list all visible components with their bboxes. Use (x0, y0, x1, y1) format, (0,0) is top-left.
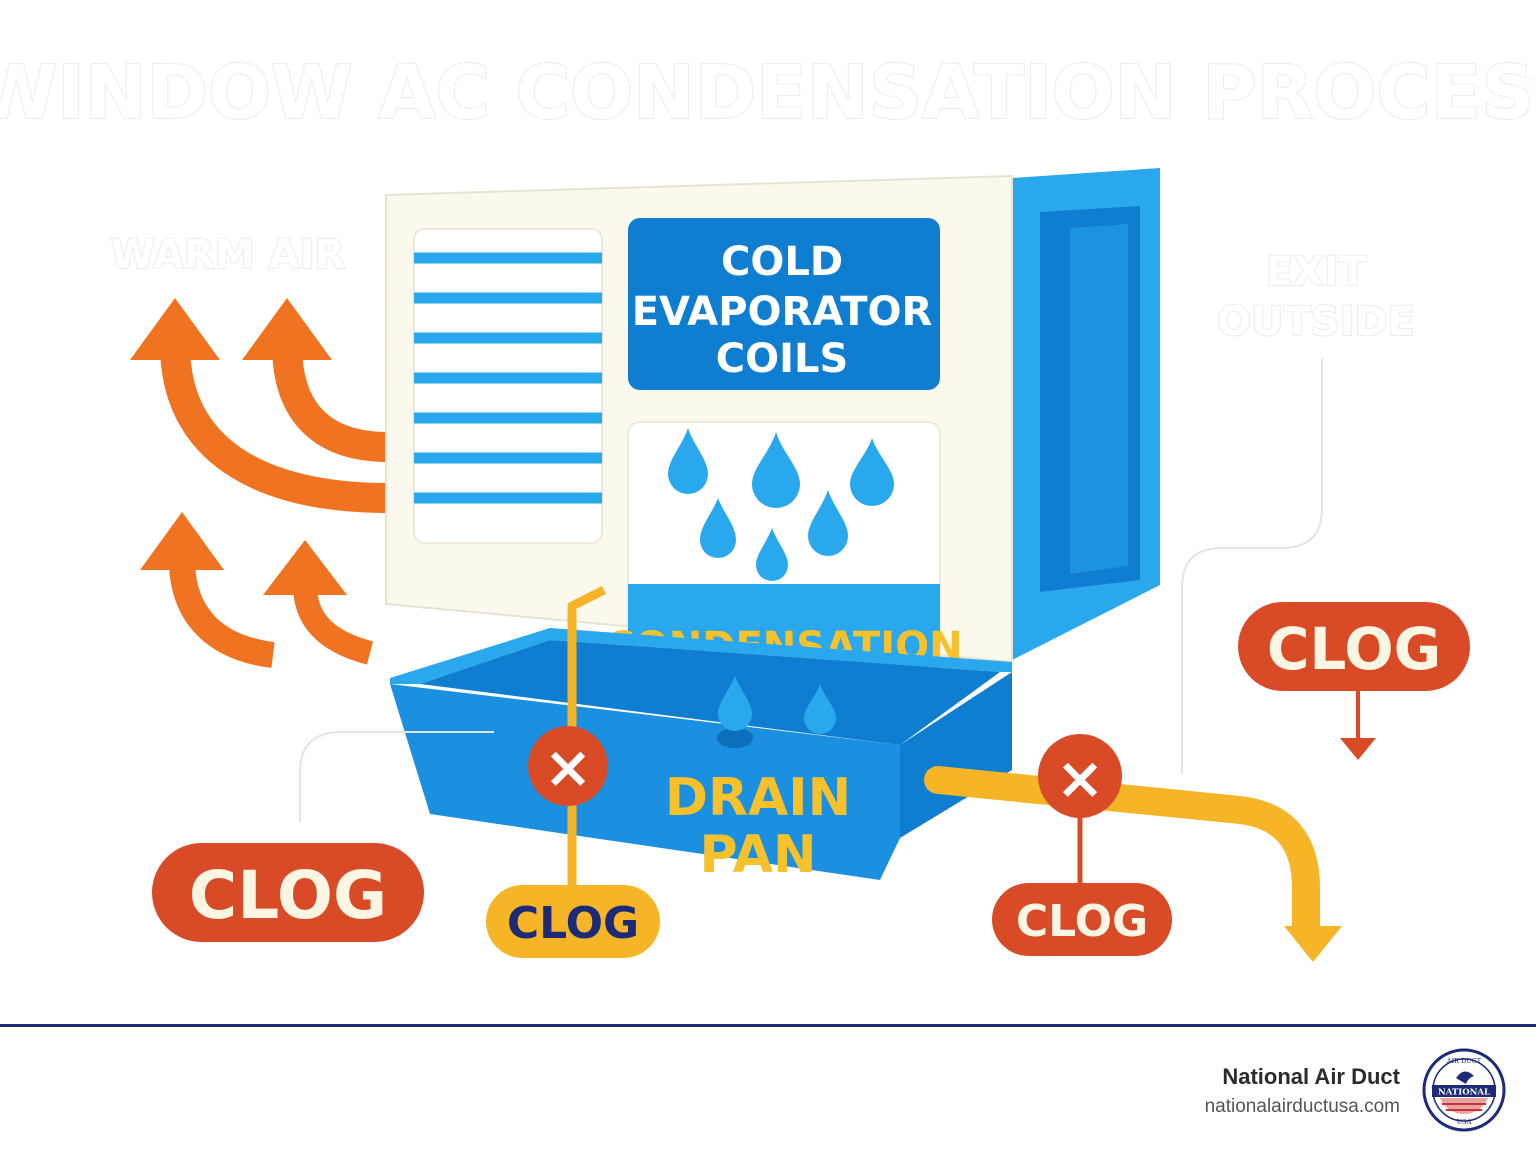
seal-text-bottom: USA (1457, 1118, 1472, 1126)
warm-air-label: WARM AIR (111, 232, 345, 278)
falling-droplet-icon (718, 676, 752, 731)
exit-label-line2: OUTSIDE (1217, 299, 1415, 345)
x-icon: × (544, 733, 593, 801)
footer-brand: National Air Duct nationalairductusa.com (1205, 1062, 1400, 1122)
warm-air-arrow-3 (169, 559, 275, 668)
drain-pan-basin (420, 640, 1000, 745)
droplet-icon (668, 428, 708, 494)
warm-air-arrowhead-2 (242, 298, 332, 360)
grille-louvers (414, 252, 602, 504)
warm-air-arrows (160, 344, 389, 668)
drain-pan-label-line1: DRAIN (665, 768, 851, 828)
droplet-icon (752, 432, 800, 508)
footer-divider (0, 1024, 1536, 1027)
clog-badge-outlet: CLOG (992, 883, 1172, 956)
blocked-marker-outlet: × (1038, 734, 1122, 818)
warm-air-arrowhead-3 (140, 512, 224, 570)
drain-pan-label-line2: PAN (699, 825, 816, 885)
clog-badge-text: CLOG (1016, 896, 1148, 947)
evaporator-coils-panel (628, 218, 940, 390)
coils-label-line1: COLD (721, 239, 843, 285)
x-icon: × (1056, 744, 1105, 812)
pan-leader-line (299, 731, 494, 822)
seal-text-top: AIR DUCT (1446, 1057, 1482, 1065)
front-grille (413, 228, 603, 544)
clog-badge-tube: CLOG (486, 885, 660, 958)
drip-puddle (717, 728, 753, 748)
exit-label-line1: EXIT (1266, 249, 1367, 295)
condensation-droplets (668, 428, 894, 581)
clog-badge-text: CLOG (1267, 615, 1441, 683)
warm-air-arrow-1 (160, 344, 389, 513)
warm-air-arrowhead-4 (263, 540, 347, 595)
droplet-icon (850, 438, 894, 506)
blocked-marker-tube: × (528, 726, 608, 806)
brand-url: nationalairductusa.com (1204, 1096, 1400, 1117)
drain-pan-right (900, 672, 1012, 838)
warm-air-arrowhead-1 (130, 298, 220, 360)
clog-badge-text: CLOG (507, 898, 639, 949)
drain-outlet-arrowhead (1284, 926, 1342, 962)
seal-text-middle: NATIONAL (1438, 1088, 1490, 1098)
drain-pan-front (390, 684, 900, 880)
condensation-diagram: WINDOW AC CONDENSATION PROCESS WARM AIR … (0, 49, 1536, 962)
droplet-icon (808, 490, 848, 556)
brand-seal-logo: NATIONAL AIR DUCT USA (1422, 1048, 1506, 1132)
brand-name: National Air Duct (1222, 1064, 1400, 1089)
falling-droplet-icon (804, 684, 836, 734)
drain-pan-rim (390, 628, 1012, 684)
coils-label-line2: EVAPORATOR (632, 289, 933, 335)
exit-leader-line (1181, 358, 1323, 774)
droplet-icon (756, 528, 788, 581)
droplet-icon (700, 498, 736, 558)
warm-air-arrow-4 (293, 584, 374, 665)
clog-badge-left: CLOG (152, 843, 424, 942)
drain-outlet-pipe (924, 766, 1320, 944)
down-arrow-icon (1340, 738, 1376, 760)
warm-air-arrow-2 (272, 344, 389, 462)
coils-label-line3: COILS (716, 336, 849, 382)
clog-badge-text: CLOG (189, 857, 387, 934)
clog-badge-right: CLOG (1238, 602, 1470, 691)
diagram-title: WINDOW AC CONDENSATION PROCESS (0, 50, 1536, 136)
ac-unit-side-grille-inner (1070, 224, 1128, 574)
